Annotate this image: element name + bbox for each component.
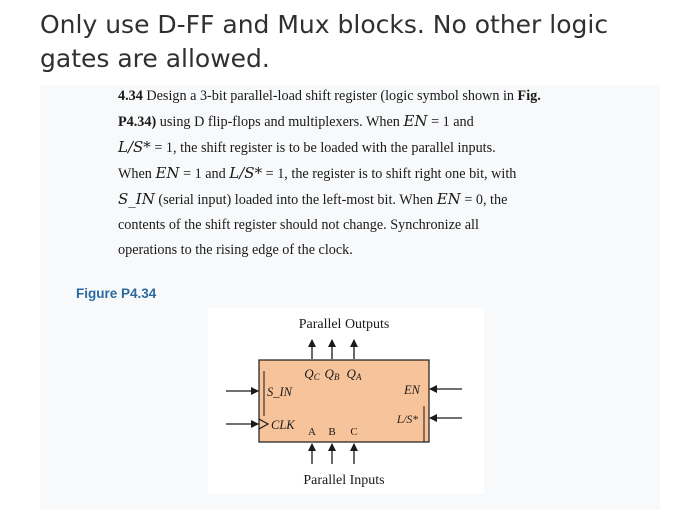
math-en: EN [436,190,461,208]
math-en: EN [155,164,180,182]
problem-text: When [118,166,152,182]
input-c-label: C [350,426,357,438]
problem-text: = 1, the shift register is to be loaded … [154,140,496,156]
question-line-1: Only use D-FF and Mux blocks. No other l… [40,10,609,39]
problem-line-7: operations to the rising edge of the clo… [118,242,353,258]
question-text: Only use D-FF and Mux blocks. No other l… [40,8,680,76]
problem-text: (serial input) loaded into the left-most… [158,192,434,208]
figure-ref: Fig. [517,88,541,104]
problem-number: 4.34 [118,88,143,104]
shift-register-symbol: Parallel Outputs QC QB QA S_IN CLK A B C… [226,317,462,488]
problem-line-4: When EN = 1 and L/S* = 1, the register i… [118,161,618,187]
problem-statement: 4.34 Design a 3-bit parallel-load shift … [118,84,618,263]
figure-label: Figure P4.34 [76,286,157,301]
problem-line-6: contents of the shift register should no… [118,217,479,233]
problem-text: using D flip-flops and multiplexers. Whe… [159,114,400,130]
problem-line-3: L/S* = 1, the shift register is to be lo… [118,135,618,161]
math-sin: S_IN [118,190,155,208]
math-ls: L/S* [118,138,151,156]
parallel-outputs-label: Parallel Outputs [299,317,390,332]
en-label: EN [403,383,421,397]
problem-line-5: S_IN (serial input) loaded into the left… [118,187,618,213]
parallel-inputs-label: Parallel Inputs [303,473,384,488]
question-line-2: gates are allowed. [40,44,270,73]
problem-line-1: 4.34 Design a 3-bit parallel-load shift … [118,84,618,109]
input-a-label: A [308,426,316,438]
output-qb: QB [325,366,340,382]
output-qc: QC [304,366,320,382]
ls-label: L/S* [396,414,418,426]
figure-canvas: Parallel Outputs QC QB QA S_IN CLK A B C… [208,308,484,494]
clk-label: CLK [271,418,295,432]
register-block [258,359,430,443]
sin-label: S_IN [267,385,293,399]
problem-text: = 1, the register is to shift right one … [265,166,517,182]
problem-text: = 1 and [431,114,474,130]
output-qa: QA [347,366,362,382]
math-en: EN [403,112,428,130]
input-b-label: B [328,426,335,438]
figure-ref: P4.34) [118,114,157,130]
problem-text: = 1 and [183,166,226,182]
problem-line-2: P4.34) using D flip-flops and multiplexe… [118,109,618,135]
math-ls: L/S* [229,164,263,182]
problem-text: Design a 3-bit parallel-load shift regis… [146,88,514,104]
problem-text: = 0, the [464,192,508,208]
clock-triangle [258,418,270,430]
input-arrows [226,385,462,464]
output-arrows [308,339,358,359]
